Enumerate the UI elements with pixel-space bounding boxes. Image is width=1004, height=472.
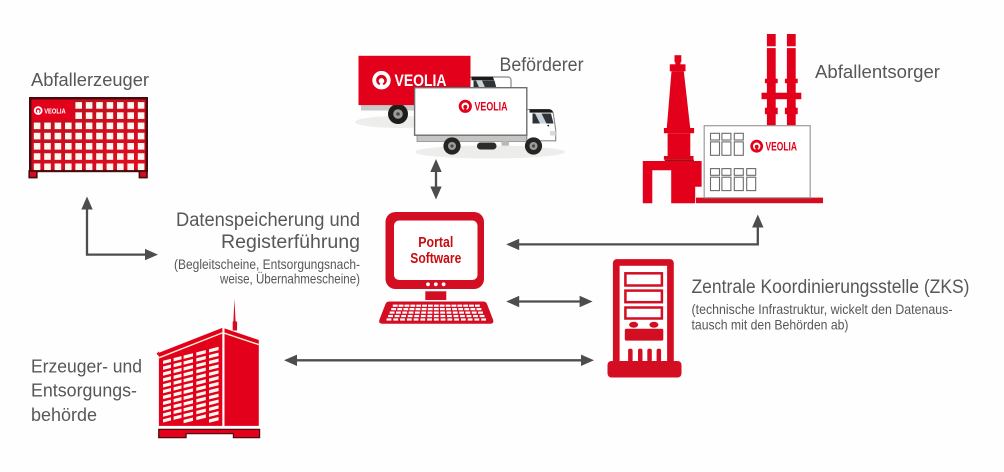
svg-text:VEOLIA: VEOLIA (475, 100, 508, 114)
svg-text:Abfallerzeuger: Abfallerzeuger (31, 69, 149, 90)
svg-text:Beförderer: Beförderer (500, 54, 584, 76)
svg-text:VEOLIA: VEOLIA (766, 141, 798, 153)
svg-text:(Begleitscheine, Entsorgungsna: (Begleitscheine, Entsorgungsnach- (174, 257, 360, 272)
svg-text:Software: Software (410, 251, 461, 267)
svg-text:weise, Übernahmescheine): weise, Übernahmescheine) (219, 272, 360, 287)
svg-text:Erzeuger- und: Erzeuger- und (31, 356, 142, 377)
svg-text:behörde: behörde (31, 404, 97, 425)
svg-text:VEOLIA: VEOLIA (395, 72, 447, 90)
svg-text:VEOLIA: VEOLIA (44, 106, 66, 115)
svg-text:(technische Infrastruktur, wic: (technische Infrastruktur, wickelt den D… (692, 301, 953, 317)
svg-text:Zentrale Koordinierungsstelle: Zentrale Koordinierungsstelle (ZKS) (692, 277, 970, 298)
svg-text:Portal: Portal (418, 235, 453, 251)
svg-text:tausch mit den Behörden ab): tausch mit den Behörden ab) (692, 317, 849, 333)
svg-text:Abfallentsorger: Abfallentsorger (815, 61, 940, 82)
svg-text:Entsorgungs-: Entsorgungs- (31, 380, 137, 401)
svg-text:Registerführung: Registerführung (221, 232, 360, 253)
svg-text:Datenspeicherung und: Datenspeicherung und (176, 210, 360, 231)
